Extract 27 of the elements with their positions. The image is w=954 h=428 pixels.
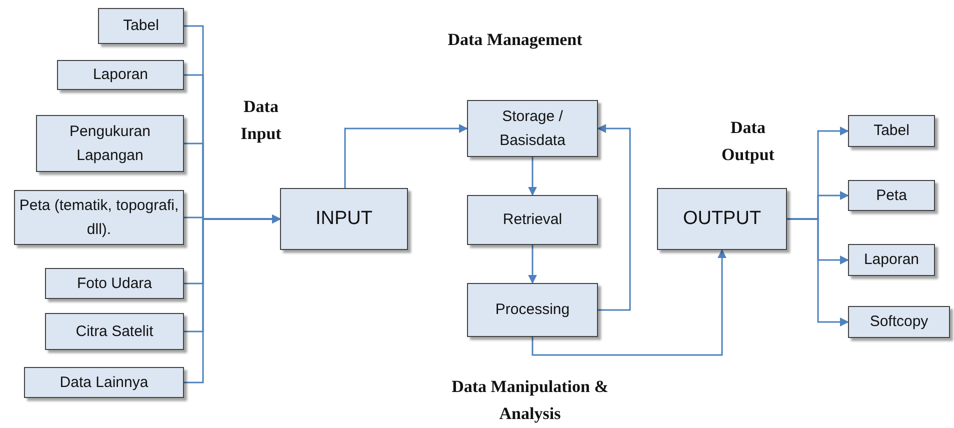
arrow bbox=[597, 124, 631, 311]
process-box: Tabel bbox=[848, 115, 935, 147]
section-heading: Data Manipulation & Analysis bbox=[450, 376, 610, 426]
process-box: INPUT bbox=[280, 188, 408, 250]
process-box: OUTPUT bbox=[657, 188, 787, 250]
section-heading: Data Input bbox=[240, 96, 282, 146]
process-box: Foto Udara bbox=[45, 268, 184, 299]
arrow bbox=[528, 245, 537, 284]
process-box: Laporan bbox=[848, 244, 935, 276]
process-box: Softcopy bbox=[848, 306, 950, 338]
process-box: Pengukuran Lapangan bbox=[36, 115, 184, 172]
process-box: Peta bbox=[848, 180, 935, 211]
section-heading: Data Output bbox=[720, 117, 776, 166]
process-box: Retrieval bbox=[467, 195, 598, 245]
process-box: Peta (tematik, topografi, dll). bbox=[14, 190, 184, 245]
process-box: Data Lainnya bbox=[24, 367, 184, 398]
section-heading: Data Management bbox=[446, 29, 584, 51]
arrow bbox=[344, 124, 468, 188]
process-box: Citra Satelit bbox=[45, 313, 184, 350]
process-box: Storage / Basisdata bbox=[467, 100, 598, 157]
process-box: Tabel bbox=[98, 8, 184, 44]
process-box: Processing bbox=[467, 283, 598, 337]
arrow bbox=[184, 214, 281, 384]
arrow bbox=[528, 157, 537, 196]
arrow bbox=[787, 218, 849, 326]
process-box: Laporan bbox=[57, 60, 184, 90]
arrow bbox=[532, 249, 726, 356]
